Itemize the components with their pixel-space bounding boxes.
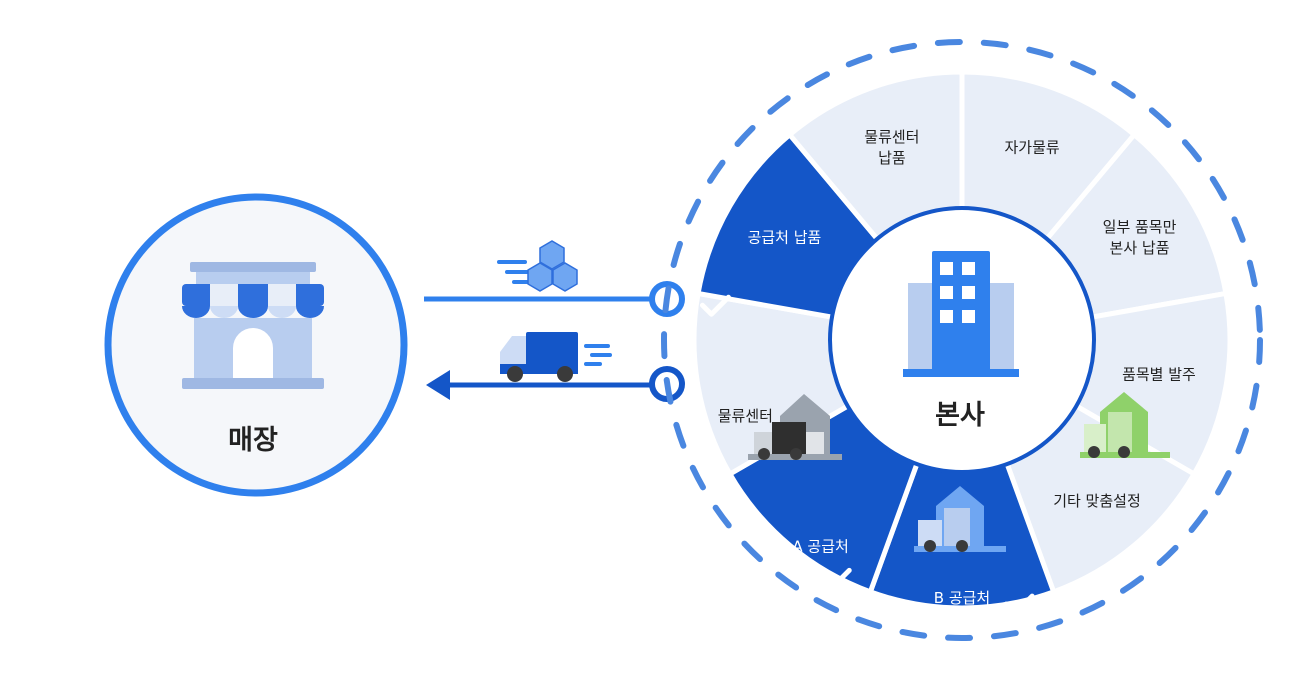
gray-warehouse-truck-icon bbox=[748, 394, 842, 460]
check-icon bbox=[1003, 593, 1035, 616]
segment-label-line: 물류센터 bbox=[864, 128, 919, 146]
segment-label-line: 공급처 납품 bbox=[748, 229, 822, 247]
segment-label-line: A 공급처 bbox=[792, 538, 848, 556]
check-icon bbox=[699, 294, 731, 317]
arrow-left-icon bbox=[426, 370, 450, 400]
order-connector bbox=[424, 281, 685, 317]
segment-label-supplier-b: B 공급처 bbox=[934, 589, 990, 607]
segment-label-line: 납품 bbox=[878, 149, 906, 167]
office-building-icon bbox=[903, 251, 1019, 377]
segment-label-line: 자가물류 bbox=[1005, 138, 1060, 156]
boxes-icon bbox=[497, 240, 578, 292]
segment-label-supplier-delivery: 공급처 납품 bbox=[748, 229, 822, 247]
green-warehouse-truck-icon bbox=[1080, 392, 1170, 458]
store-node: 매장 bbox=[104, 193, 408, 497]
segment-supplier-b[interactable] bbox=[867, 332, 1057, 611]
segment-label-line: 기타 맞춤설정 bbox=[1053, 492, 1141, 510]
segment-label-line: 물류센터 bbox=[718, 407, 773, 425]
segment-label-line: 품목별 발주 bbox=[1122, 366, 1196, 384]
delivery-truck-icon bbox=[500, 332, 612, 382]
segment-label-logistics-center: 물류센터 bbox=[718, 407, 773, 425]
segment-label-custom-settings: 기타 맞춤설정 bbox=[1053, 492, 1141, 510]
outer-dashed-ring bbox=[661, 39, 1263, 641]
segment-label-line: 일부 품목만 bbox=[1103, 218, 1177, 236]
segment-label-line: B 공급처 bbox=[934, 589, 990, 607]
segment-label-order-by-item: 품목별 발주 bbox=[1122, 366, 1196, 384]
hq-node: 본사 bbox=[828, 206, 1096, 474]
storefront-icon bbox=[182, 262, 324, 389]
blue-warehouse-truck-icon bbox=[914, 486, 1006, 552]
segment-label-supplier-a: A 공급처 bbox=[792, 538, 848, 556]
segment-label-self-logistics: 자가물류 bbox=[1005, 138, 1060, 156]
segment-label-line: 본사 납품 bbox=[1110, 239, 1170, 257]
hq-label: 본사 bbox=[935, 400, 985, 431]
check-icon bbox=[820, 567, 852, 590]
store-label: 매장 bbox=[228, 425, 278, 456]
